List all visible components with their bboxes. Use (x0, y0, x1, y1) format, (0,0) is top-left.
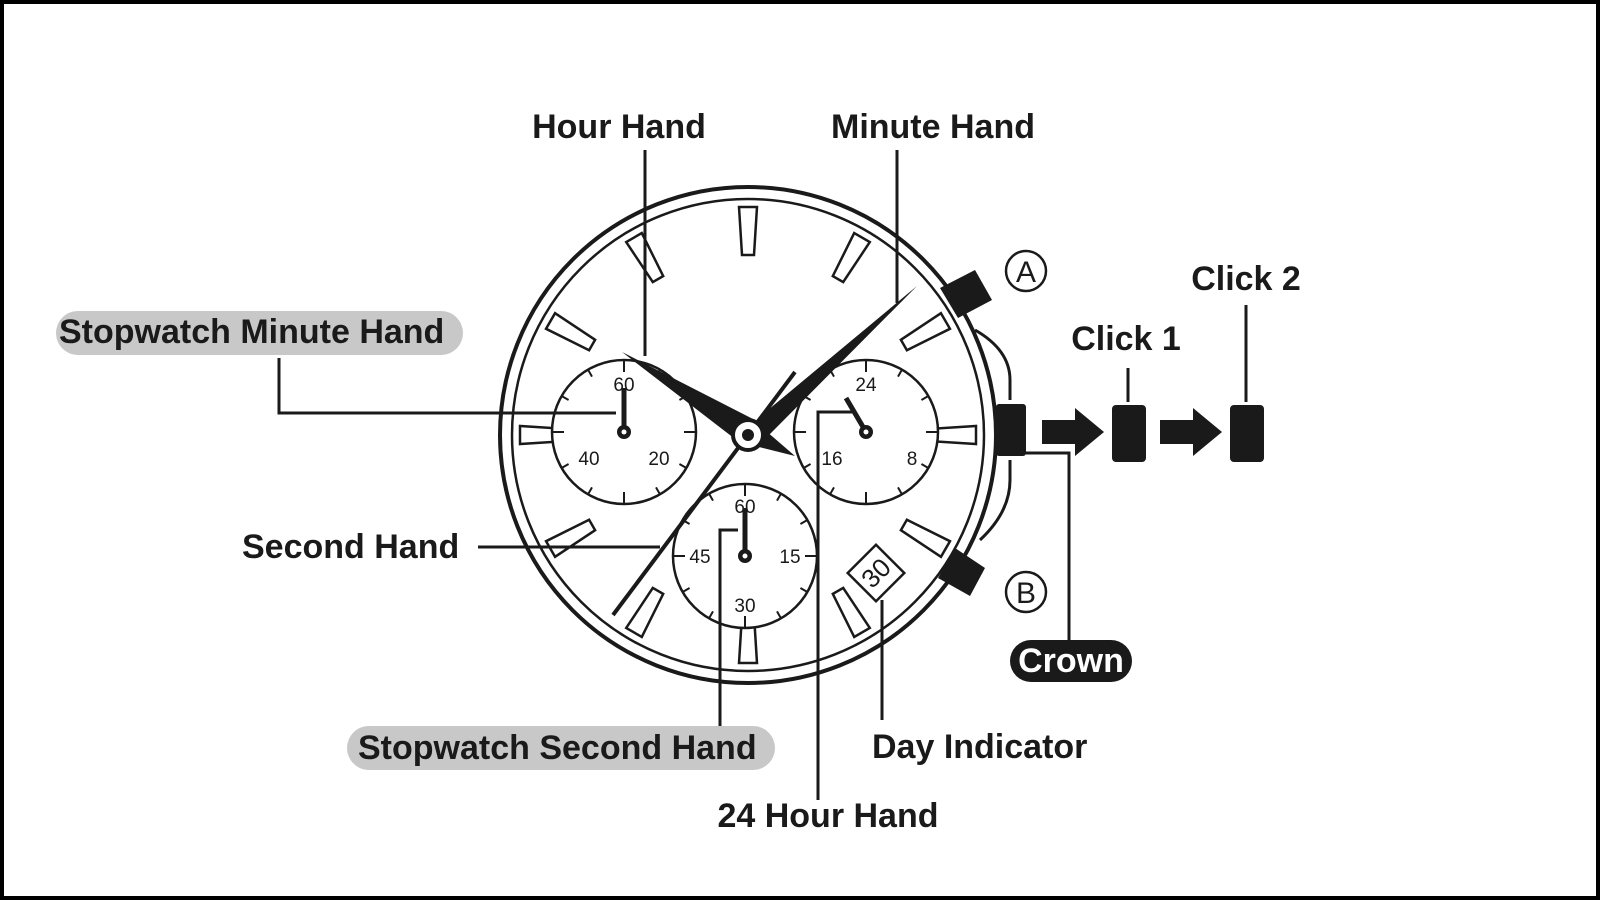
subdial-tick (655, 486, 661, 495)
crown-label: Crown (1018, 642, 1124, 680)
second-hand-shape (611, 370, 797, 617)
crown-arrow-1 (1042, 408, 1104, 456)
date-window: 30 (845, 542, 907, 604)
subdial-tick (587, 486, 593, 495)
minute-hand-label: Minute Hand (831, 108, 1035, 146)
case-shoulder (974, 328, 1012, 542)
stopwatch-minute-hand-shape (617, 388, 631, 439)
subdial-tick (799, 587, 808, 593)
click2-label: Click 2 (1191, 260, 1301, 298)
24-hour-hand-label: 24 Hour Hand (717, 797, 938, 835)
subdial-tick (897, 369, 903, 378)
center-pinion (731, 418, 765, 452)
subdial-tick (799, 519, 808, 525)
subdial-tick (682, 587, 691, 593)
button-b-label: B (1016, 577, 1036, 610)
left-subdial-label-top: 60 (613, 375, 634, 396)
left-subdial-label-right: 20 (648, 449, 669, 470)
button-b-marker: B (1004, 570, 1048, 614)
hour-markers (518, 205, 978, 665)
hour-marker (899, 311, 952, 352)
subdial-tick (803, 463, 812, 469)
bottom-subdial-label-right: 15 (779, 547, 800, 568)
minute-hand-shape (738, 286, 917, 446)
pusher-a (940, 270, 992, 318)
right-subdial-label-left: 16 (821, 449, 842, 470)
hour-marker (831, 231, 872, 284)
button-a-label: A (1016, 256, 1036, 289)
subdial-tick (920, 395, 929, 401)
hour-marker (544, 311, 597, 352)
bottom-subdial-label-top: 60 (734, 497, 755, 518)
stopwatch-minute-highlight (56, 311, 463, 355)
subdial-tick (587, 369, 593, 378)
crown-knob (996, 404, 1026, 456)
hour-marker (899, 518, 952, 559)
button-a-marker: A (1004, 249, 1048, 293)
right-subdial-label-right: 8 (907, 449, 918, 470)
right-subdial: 24 16 8 (792, 358, 940, 506)
crown-arrow-2 (1160, 408, 1222, 456)
subdial-tick (776, 493, 782, 502)
stopwatch-minute-hand-label: Stopwatch Minute Hand (59, 313, 444, 351)
subdial-tick (829, 486, 835, 495)
hour-hand-label: Hour Hand (532, 108, 706, 146)
subdial-tick (708, 493, 714, 502)
bottom-subdial: 60 45 15 30 (671, 482, 819, 630)
24-hour-hand-shape (843, 396, 873, 439)
pusher-b (938, 548, 985, 596)
second-hand-label: Second Hand (242, 528, 459, 566)
stopwatch-second-hand-shape (738, 508, 752, 563)
hour-marker (624, 586, 665, 639)
hour-marker (737, 205, 759, 257)
subdial-tick (897, 486, 903, 495)
subdial-tick (920, 463, 929, 469)
right-subdial-label-top: 24 (855, 375, 877, 396)
subdial-tick (678, 463, 687, 469)
subdial-tick (708, 610, 714, 619)
stopwatch-second-highlight (347, 726, 775, 770)
left-subdial-label-left: 40 (578, 449, 599, 470)
crown-click1-shape (1112, 405, 1146, 462)
day-indicator-label: Day Indicator (872, 728, 1087, 766)
crown-badge (1010, 640, 1132, 682)
hour-marker (831, 586, 872, 639)
leader-lines (277, 150, 1248, 800)
bottom-subdial-label-bottom: 30 (734, 596, 755, 617)
subdial-tick (776, 610, 782, 619)
subdial-tick (561, 463, 570, 469)
stopwatch-second-hand-label: Stopwatch Second Hand (358, 729, 757, 767)
click1-label: Click 1 (1071, 320, 1181, 358)
left-subdial: 60 40 20 (550, 358, 698, 506)
bottom-subdial-label-left: 45 (689, 547, 710, 568)
subdial-tick (561, 395, 570, 401)
crown-click2-shape (1230, 405, 1264, 462)
